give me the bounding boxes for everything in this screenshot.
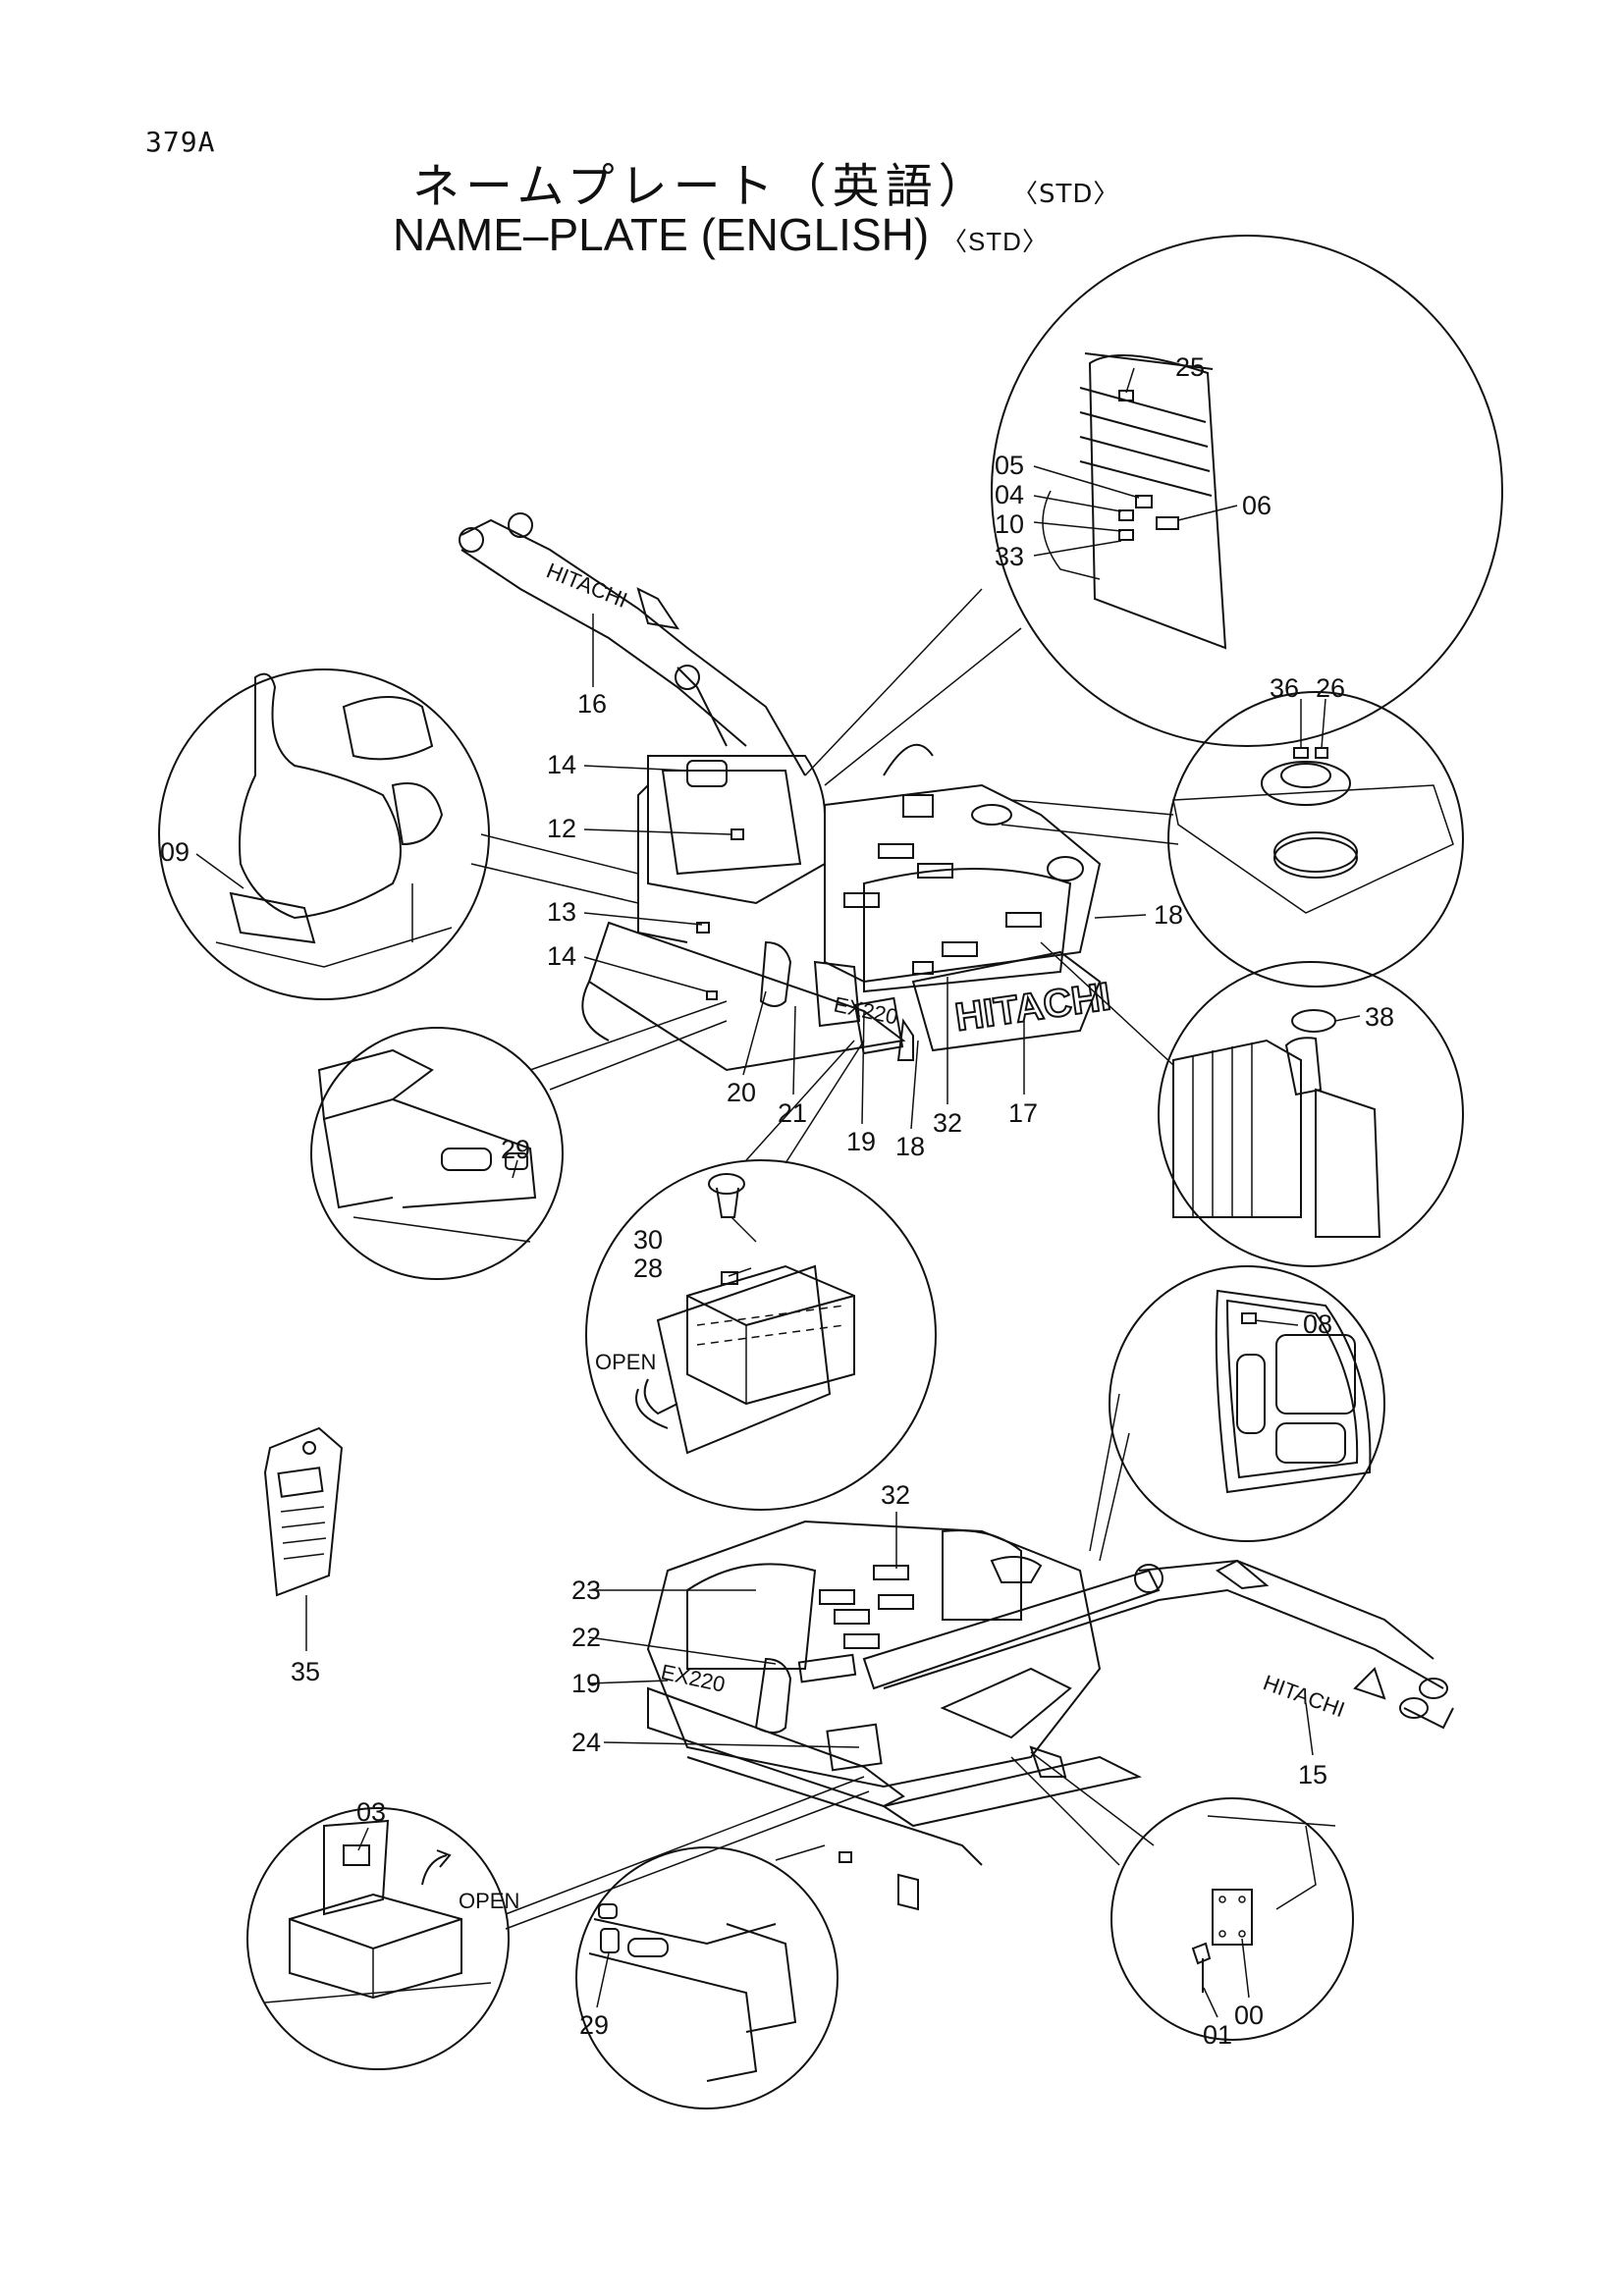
callout-35: 35: [291, 1657, 320, 1686]
title-english: NAME–PLATE (ENGLISH) 〈STD〉: [393, 208, 1049, 261]
callout-05: 05: [995, 451, 1024, 480]
callout-18-right: 18: [1154, 900, 1183, 930]
callout-00: 00: [1234, 2001, 1264, 2030]
callout-32-lower: 32: [881, 1480, 910, 1510]
callout-06: 06: [1242, 491, 1271, 520]
excavator-lower-view: [646, 1520, 1454, 1911]
callout-15: 15: [1298, 1760, 1327, 1789]
callout-04: 04: [995, 480, 1024, 509]
callout-26: 26: [1316, 673, 1345, 703]
callout-12: 12: [547, 814, 576, 843]
page-code: 379A: [145, 126, 216, 158]
battery-open-label: OPEN: [595, 1350, 656, 1374]
leader-lines: [195, 367, 1361, 2018]
callout-25: 25: [1175, 352, 1205, 382]
excavator-upper-view: [459, 512, 1102, 1072]
callout-38: 38: [1365, 1002, 1394, 1032]
detail-circle-cab-door: [1109, 1265, 1385, 1542]
callout-21: 21: [778, 1098, 807, 1128]
detail-circle-battery: [585, 1159, 937, 1511]
callout-29-lower: 29: [579, 2010, 609, 2040]
callout-36: 36: [1270, 673, 1299, 703]
warning-tag: [263, 1426, 344, 1597]
callout-09: 09: [160, 837, 189, 867]
callout-19-lower: 19: [571, 1669, 601, 1698]
callout-14-top: 14: [547, 750, 576, 779]
lower-model-mark: EX220: [659, 1659, 728, 1696]
lower-boom-hitachi-mark: HITACHI: [1260, 1670, 1348, 1722]
callout-labels: 25 05 04 10 33 06 16 36 26 14 12 09 13 1…: [160, 352, 1394, 2050]
detail-connectors: [470, 588, 1179, 1930]
detail-circle-track-frame-left: [310, 1027, 564, 1280]
callout-08: 08: [1303, 1309, 1332, 1339]
detail-circle-cab-window: [991, 235, 1503, 747]
callout-33: 33: [995, 542, 1024, 571]
callout-28: 28: [633, 1254, 663, 1283]
callout-01: 01: [1203, 2020, 1232, 2050]
callout-14-bottom: 14: [547, 941, 576, 971]
std-tag-ja: 〈STD〉: [1011, 180, 1120, 209]
std-tag-en: 〈STD〉: [941, 227, 1049, 256]
callout-29-upper: 29: [501, 1135, 530, 1164]
detail-circle-fuel-cap: [1167, 691, 1464, 988]
callout-30: 30: [633, 1225, 663, 1255]
callout-03: 03: [356, 1797, 386, 1827]
detail-circle-toolbox: [246, 1807, 510, 2070]
detail-circle-seat: [158, 668, 490, 1000]
callout-22: 22: [571, 1623, 601, 1652]
title-japanese-text: ネームプレート（英語）: [412, 159, 992, 214]
callout-17: 17: [1008, 1098, 1038, 1128]
detail-circle-radiator: [1158, 961, 1464, 1267]
detail-circle-track-frame-right: [575, 1846, 839, 2109]
detail-circle-serial-plate: [1110, 1797, 1354, 2041]
callout-16: 16: [577, 689, 607, 719]
boom-hitachi-mark: HITACHI: [543, 558, 630, 613]
toolbox-open-label: OPEN: [459, 1889, 519, 1913]
title-english-text: NAME–PLATE (ENGLISH): [393, 209, 930, 260]
callout-20: 20: [727, 1078, 756, 1107]
battery-open-arrow: [635, 1388, 669, 1429]
callout-13: 13: [547, 897, 576, 927]
callout-23: 23: [571, 1575, 601, 1605]
callout-19-upper: 19: [846, 1127, 876, 1156]
callout-32-upper: 32: [933, 1108, 962, 1138]
counterweight-hitachi-mark: HITACHI: [952, 975, 1113, 1040]
title-japanese: ネームプレート（英語） 〈STD〉: [412, 147, 1119, 216]
callout-18-lower: 18: [895, 1132, 925, 1161]
callout-24: 24: [571, 1728, 601, 1757]
callout-10: 10: [995, 509, 1024, 539]
